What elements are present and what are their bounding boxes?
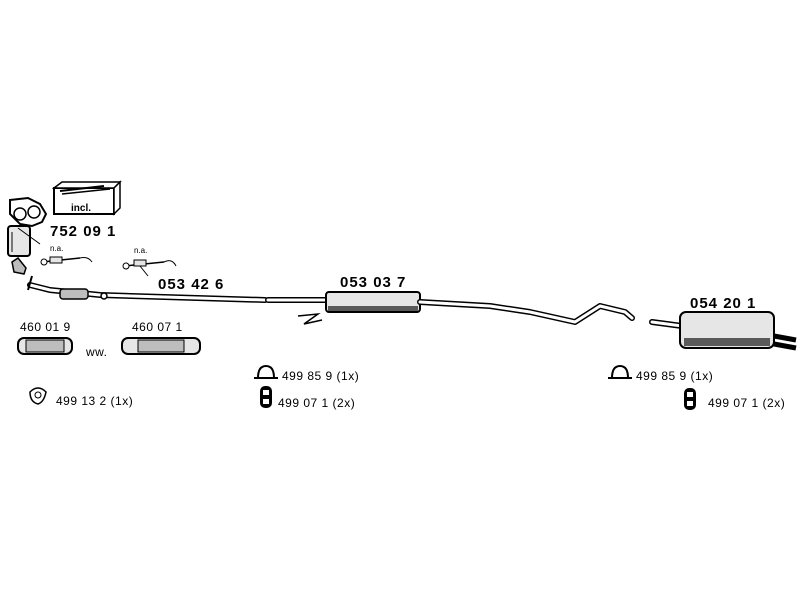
flex-pipe-1 <box>17 337 73 355</box>
catalytic-converter-part-number: 752 09 1 <box>50 223 117 240</box>
clamp-middle-part-number: 499 85 9 (1x) <box>282 369 360 383</box>
rear-silencer-part-number: 054 20 1 <box>690 295 757 312</box>
rear-silencer <box>649 311 797 351</box>
sensor-note-2: n.a. <box>134 246 148 255</box>
front-pipe-part-number: 053 42 6 <box>158 276 225 293</box>
rubber-mount-rear-part-number: 499 07 1 (2x) <box>708 396 786 410</box>
catalytic-converter <box>7 196 48 275</box>
clamp-icon-rear <box>608 364 632 379</box>
flex-pipe-2-part-number: 460 07 1 <box>132 320 183 334</box>
front-pipe <box>27 275 268 303</box>
center-silencer <box>265 291 635 325</box>
clamp-icon-middle <box>254 364 278 379</box>
flex-pipe-separator: ww. <box>86 345 108 359</box>
rubber-mount-middle-part-number: 499 07 1 (2x) <box>278 396 356 410</box>
flex-pipe-1-part-number: 460 01 9 <box>20 320 71 334</box>
included-label: incl. <box>71 203 92 214</box>
clamp-rear-part-number: 499 85 9 (1x) <box>636 369 714 383</box>
lambda-sensor-1 <box>40 256 93 266</box>
flex-pipe-2 <box>121 337 201 355</box>
lambda-sensor-2 <box>122 259 177 277</box>
included-hardware-box <box>51 180 122 216</box>
rubber-mount-icon-middle <box>260 386 272 408</box>
rubber-mount-icon-rear <box>684 388 696 410</box>
sensor-note-1: n.a. <box>50 244 64 253</box>
center-silencer-part-number: 053 03 7 <box>340 274 407 291</box>
gasket-part-number: 499 13 2 (1x) <box>56 394 134 408</box>
gasket-icon <box>29 387 47 405</box>
